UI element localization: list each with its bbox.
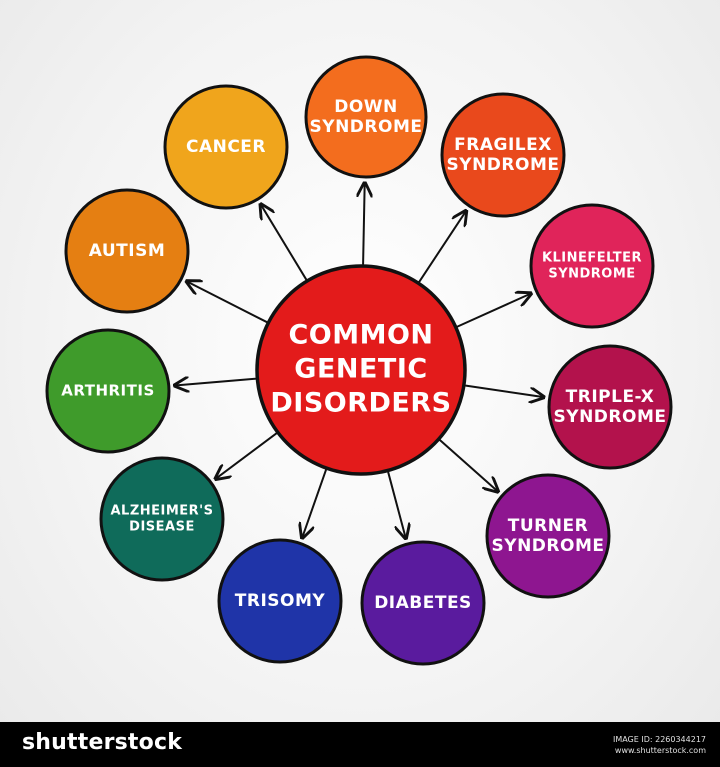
node-label-line: KLINEFELTER [542,251,642,266]
arrow-to-fragilex-syndrome [418,211,466,283]
site-url: www.shutterstock.com [614,746,706,755]
node-label-line: SYNDROME [492,536,605,556]
node-circle [304,55,428,179]
node-circle [360,540,486,666]
arrow-to-turner-syndrome [439,439,498,491]
node-circle [547,344,673,470]
node-label-line: ALZHEIMER'S [110,504,213,519]
arrow-to-cancer [261,204,308,281]
node-label-line: AUTISM [89,241,166,261]
arrow-to-arthritis [175,379,257,386]
arrow-to-diabetes [387,471,406,538]
node-circle [440,92,566,218]
node-cancer: CANCER [163,84,289,210]
mind-map-diagram: DOWNSYNDROMEFRAGILEXSYNDROMEKLINEFELTERS… [45,55,673,666]
node-circle [485,473,611,599]
node-circle [64,188,190,314]
arrow-to-klinefelter-syndrome [456,294,531,328]
node-label-line: TRIPLE-X [566,387,655,407]
node-label-line: DIABETES [374,593,472,613]
node-label-line: TURNER [508,516,588,536]
central-circle [255,264,467,476]
node-label-line: ARTHRITIS [61,382,155,400]
image-id-info: IMAGE ID: 2260344217 www.shutterstock.co… [613,734,706,756]
node-circle [529,203,655,329]
arrow-to-autism [187,281,268,323]
footer-bar: shutterstock IMAGE ID: 2260344217 www.sh… [0,722,720,767]
node-diabetes: DIABETES [360,540,486,666]
connector-arrows [175,183,544,538]
node-label-line: SYNDROME [548,267,635,282]
node-circle [45,328,171,454]
arrow-to-down-syndrome [363,183,365,266]
node-label-line: SYNDROME [310,117,423,137]
node-circle [217,538,343,664]
central-label-line: DISORDERS [270,388,451,419]
node-label-line: DOWN [334,97,398,117]
arrow-to-trisomy [302,469,327,538]
node-label-line: SYNDROME [554,407,667,427]
node-label-line: SYNDROME [447,155,560,175]
node-autism: AUTISM [64,188,190,314]
node-label-line: FRAGILEX [454,135,552,155]
node-label-line: CANCER [186,137,266,157]
central-label-line: GENETIC [294,354,427,385]
node-trisomy: TRISOMY [217,538,343,664]
node-label-line: DISEASE [129,520,195,535]
shutterstock-logo: shutterstock [22,730,183,755]
node-circle [99,456,225,582]
arrow-to-alzheimer-s-disease [216,432,278,479]
central-label-line: COMMON [288,320,433,351]
arrow-to-triple-x-syndrome [464,384,544,398]
image-id: IMAGE ID: 2260344217 [612,735,706,744]
topic-nodes: DOWNSYNDROMEFRAGILEXSYNDROMEKLINEFELTERS… [45,55,673,666]
node-circle [163,84,289,210]
node-label-line: TRISOMY [235,591,326,611]
node-arthritis: ARTHRITIS [45,328,171,454]
